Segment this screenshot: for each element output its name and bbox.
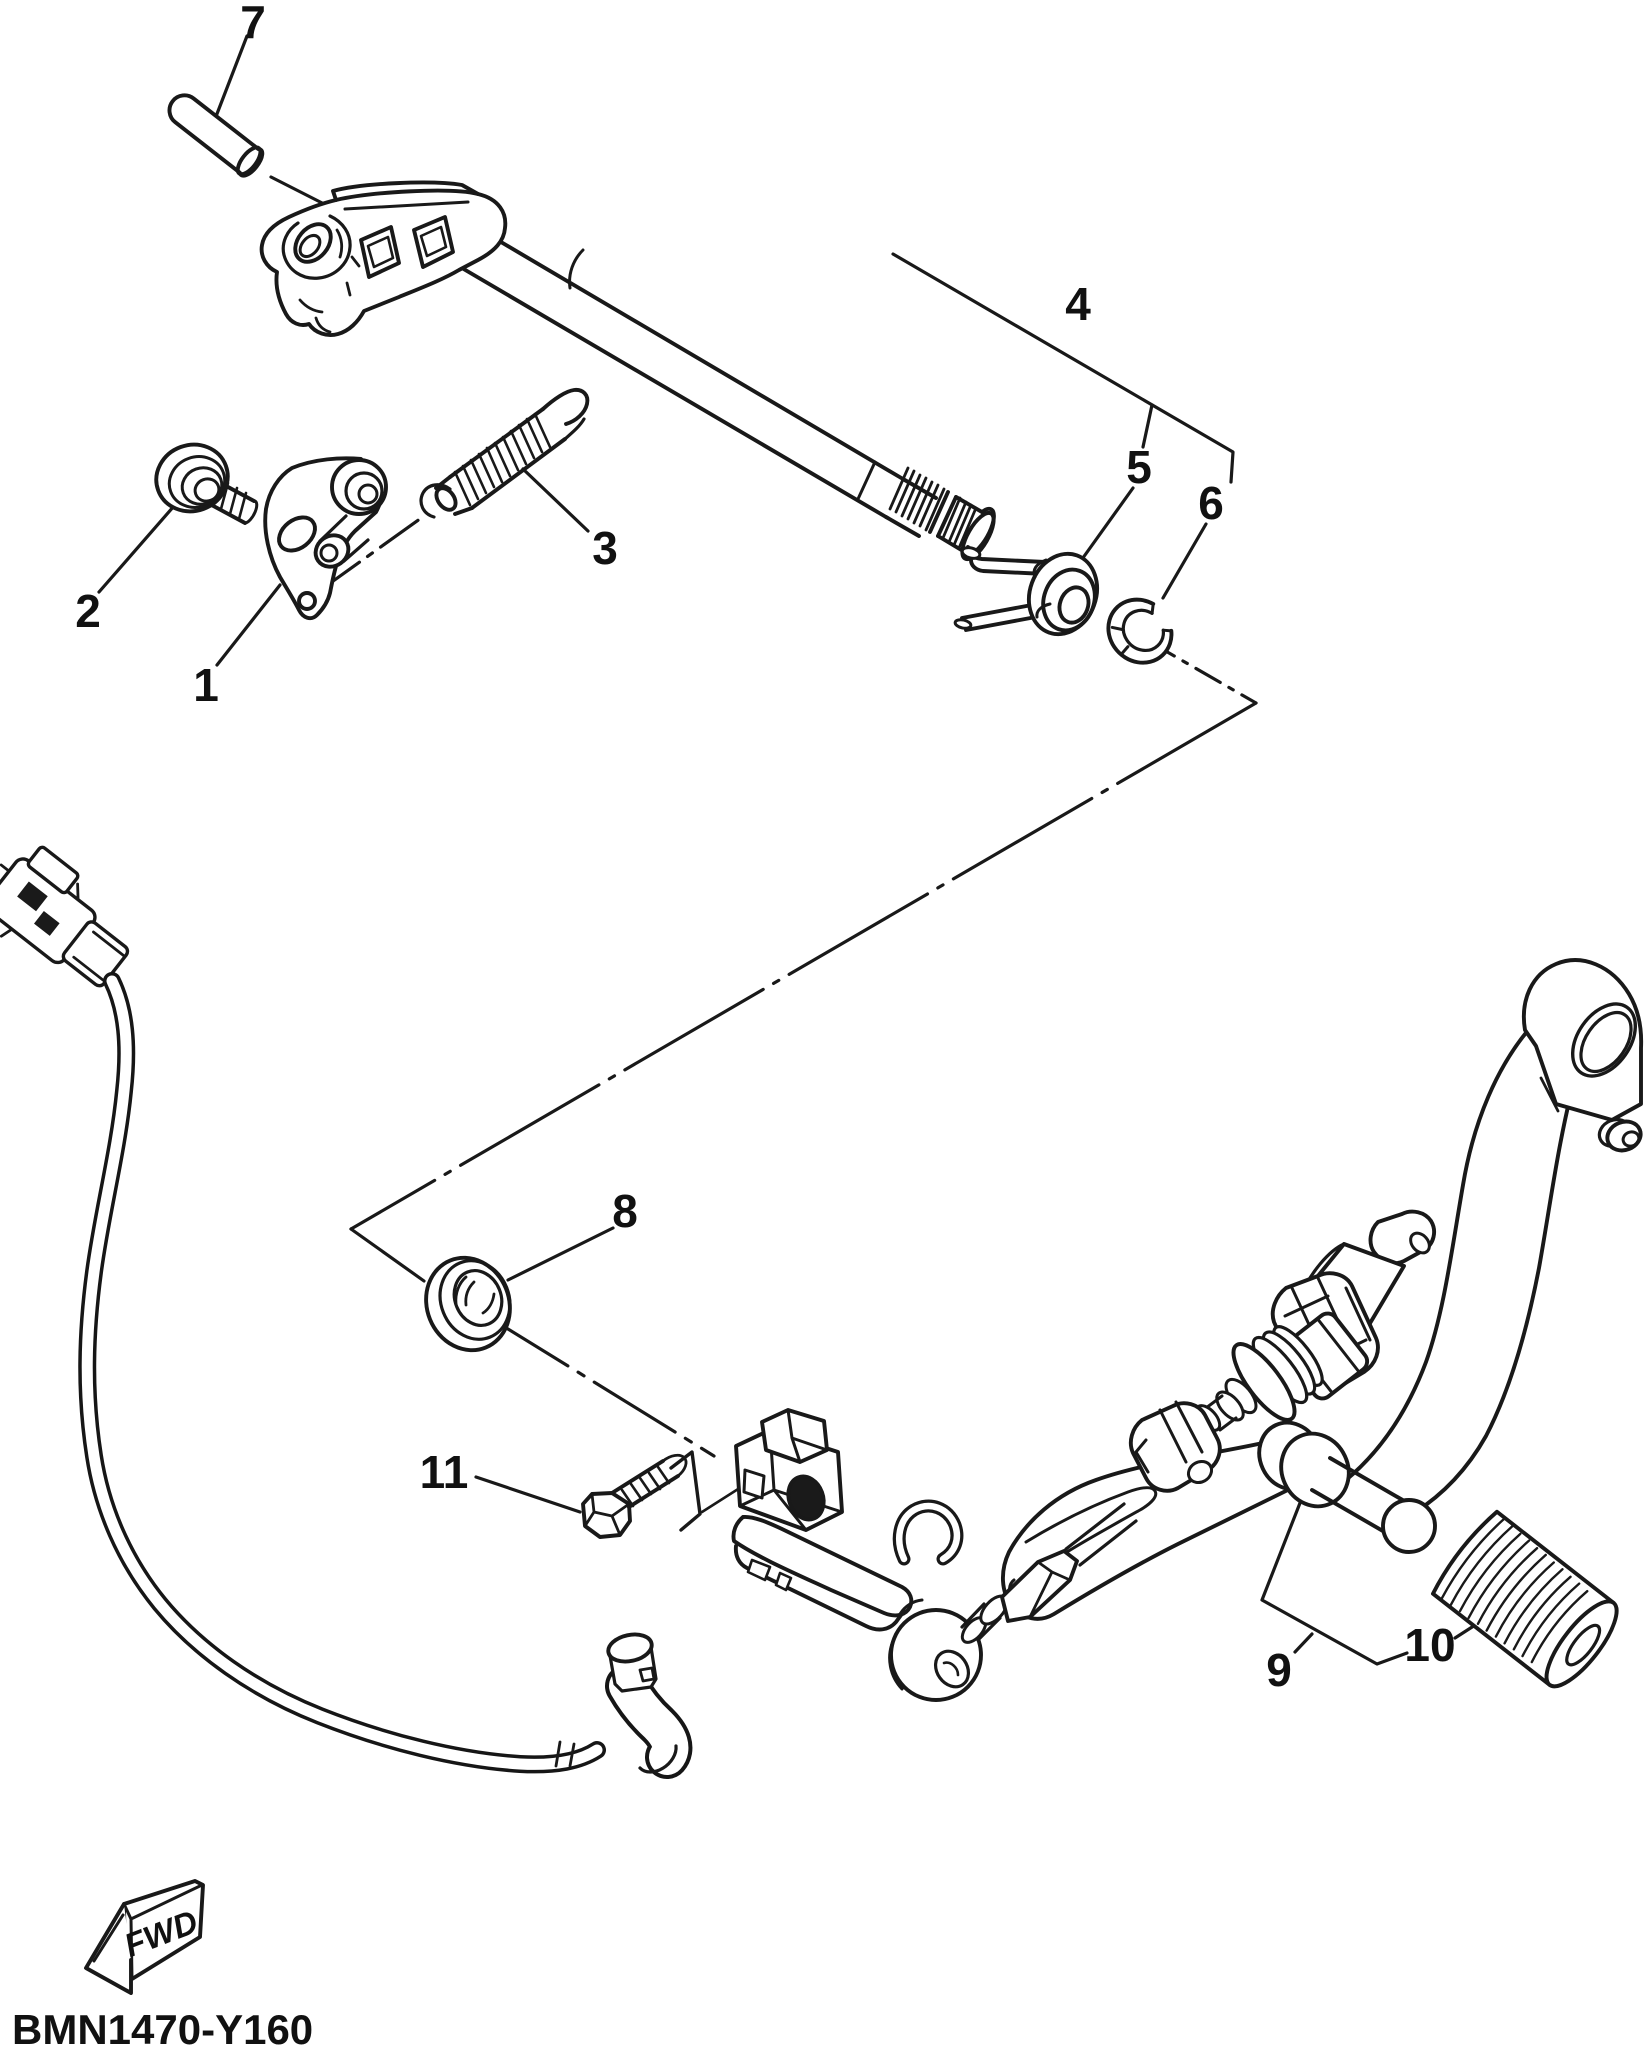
svg-text:6: 6	[1198, 477, 1224, 529]
svg-text:2: 2	[75, 585, 101, 637]
svg-text:5: 5	[1126, 441, 1152, 493]
svg-text:3: 3	[592, 522, 618, 574]
svg-text:1: 1	[193, 659, 219, 711]
svg-text:9: 9	[1266, 1644, 1292, 1696]
svg-text:BMN1470-Y160: BMN1470-Y160	[12, 2006, 313, 2049]
svg-text:10: 10	[1404, 1619, 1455, 1671]
svg-text:4: 4	[1065, 278, 1091, 330]
svg-text:7: 7	[240, 0, 266, 48]
svg-text:8: 8	[612, 1185, 638, 1237]
svg-text:11: 11	[420, 1446, 469, 1498]
